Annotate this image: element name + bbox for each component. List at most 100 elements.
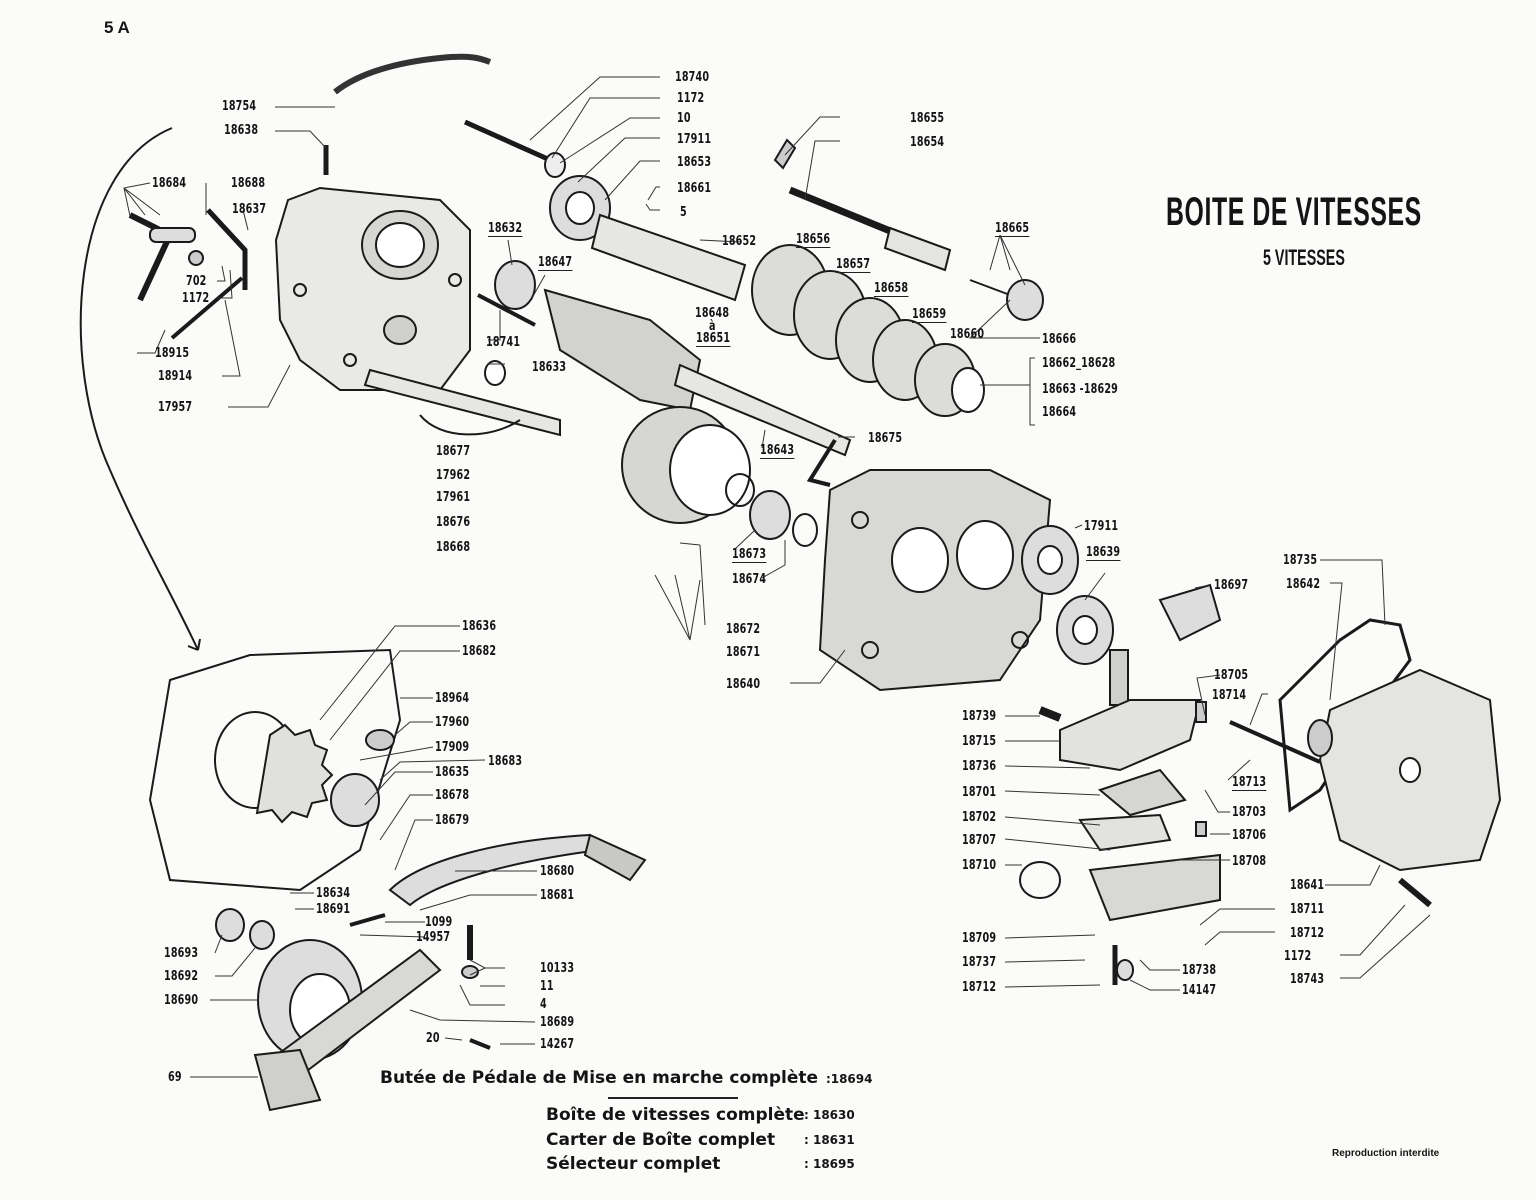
part-label: 18673 (732, 547, 767, 563)
part-label: 18634 (316, 886, 351, 901)
part-label: 18661 (677, 181, 712, 196)
part-label: 18708 (1232, 854, 1267, 869)
part-label: 17911 (677, 132, 712, 147)
part-label: 18715 (962, 734, 997, 749)
part-label: 17961 (436, 490, 471, 505)
part-label: 10133 (540, 961, 575, 976)
part-label: 18637 (232, 202, 267, 217)
part-label: 18675 (868, 431, 903, 446)
part-label: 18739 (962, 709, 997, 724)
part-label: 11 (540, 979, 554, 994)
part-label: 17962 (436, 468, 471, 483)
part-label: 18690 (164, 993, 199, 1008)
page-title: BOITE DE VITESSES (1166, 190, 1422, 234)
part-label: 18712 (1290, 926, 1325, 941)
gasket-18735 (1278, 618, 1412, 813)
part-label: 18681 (540, 888, 575, 903)
tube-18754 (333, 53, 492, 95)
part-label: 18707 (962, 833, 997, 848)
part-label: 18713 (1232, 775, 1267, 791)
part-label: 18651 (696, 331, 731, 347)
divider (608, 1097, 738, 1099)
page-subtitle: 5 VITESSES (1263, 245, 1345, 270)
part-label: 18754 (222, 99, 257, 114)
part-label: 18662_18628 (1042, 356, 1116, 371)
part-label: 18660 (950, 327, 985, 342)
part-label: 17911 (1084, 519, 1119, 534)
assembly-gearbox-complete: Boîte de vitesses complète : 18630 (546, 1105, 855, 1125)
part-label: 18659 (912, 307, 947, 323)
part-label: 5 (680, 205, 687, 220)
part-label: 18665 (995, 221, 1030, 237)
part-label: 18638 (224, 123, 259, 138)
part-label: 18663 -18629 (1042, 382, 1119, 397)
part-label: 18632 (488, 221, 523, 237)
page-number: 5 A (104, 18, 130, 37)
assembly-kickstart-stop: Butée de Pédale de Mise en marche complè… (380, 1068, 872, 1088)
part-label: 18691 (316, 902, 351, 917)
part-label: 1172 (677, 91, 705, 106)
part-label: 17909 (435, 740, 470, 755)
gear-stack (751, 244, 985, 417)
part-label: 18641 (1290, 878, 1325, 893)
footer-note: Reproduction interdite (1332, 1148, 1440, 1159)
part-label: 18668 (436, 540, 471, 555)
part-label: 18657 (836, 257, 871, 273)
assembly-name: Butée de Pédale de Mise en marche complè… (380, 1068, 819, 1088)
part-label: 18688 (231, 176, 266, 191)
part-label: 18706 (1232, 828, 1267, 843)
part-label: 18735 (1283, 553, 1318, 568)
part-label: 18703 (1232, 805, 1267, 820)
part-label: 1172 (1284, 949, 1312, 964)
part-label: 18740 (675, 70, 710, 85)
part-label: 18914 (158, 369, 193, 384)
part-label: 18684 (152, 176, 187, 191)
part-label: 18676 (436, 515, 471, 530)
leader-lines (123, 76, 1431, 1078)
part-label: 702 (186, 274, 207, 289)
gearbox-cover-17957 (274, 186, 471, 391)
assembly-case-complete: Carter de Boîte complet : 18631 (546, 1130, 855, 1150)
part-label: 18705 (1214, 668, 1249, 683)
part-label: 18693 (164, 946, 199, 961)
part-label: 18692 (164, 969, 199, 984)
assembly-name: Carter de Boîte complet (546, 1130, 776, 1150)
part-label: 17957 (158, 400, 193, 415)
part-label: 18711 (1290, 902, 1325, 917)
part-label: 18679 (435, 813, 470, 828)
part-label: 10 (677, 111, 691, 126)
part-label: 18683 (488, 754, 523, 769)
part-label: 18682 (462, 644, 497, 659)
part-label: 18639 (1086, 545, 1121, 561)
assembly-code: : 18630 (804, 1108, 855, 1122)
part-label: 18672 (726, 622, 761, 637)
part-label: 18647 (538, 255, 573, 271)
part-label: 1099 (425, 915, 453, 930)
part-label: 18680 (540, 864, 575, 879)
part-label: 18671 (726, 645, 761, 660)
part-label: 18654 (910, 135, 945, 150)
part-label: 18702 (962, 810, 997, 825)
part-label: 18701 (962, 785, 997, 800)
part-label: 18712 (962, 980, 997, 995)
assembly-selector-complete: Sélecteur complet : 18695 (546, 1154, 855, 1174)
assembly-code: : 18631 (804, 1133, 855, 1147)
part-label: 18636 (462, 619, 497, 634)
part-label: 18710 (962, 858, 997, 873)
part-label: 4 (540, 997, 547, 1012)
assembly-name: Sélecteur complet (546, 1154, 721, 1174)
part-label: 18648 (695, 306, 730, 321)
part-label: 18689 (540, 1015, 575, 1030)
part-label: 18652 (722, 234, 757, 249)
part-label: 18633 (532, 360, 567, 375)
part-label: 18666 (1042, 332, 1077, 347)
part-label: 20 (426, 1031, 440, 1046)
part-label: 18677 (436, 444, 471, 459)
part-label: 18643 (760, 443, 795, 459)
assembly-code: : 18695 (804, 1157, 855, 1171)
part-label: 18915 (155, 346, 190, 361)
cable-arc (79, 127, 199, 651)
part-label: 18640 (726, 677, 761, 692)
part-label: 69 (168, 1070, 182, 1085)
